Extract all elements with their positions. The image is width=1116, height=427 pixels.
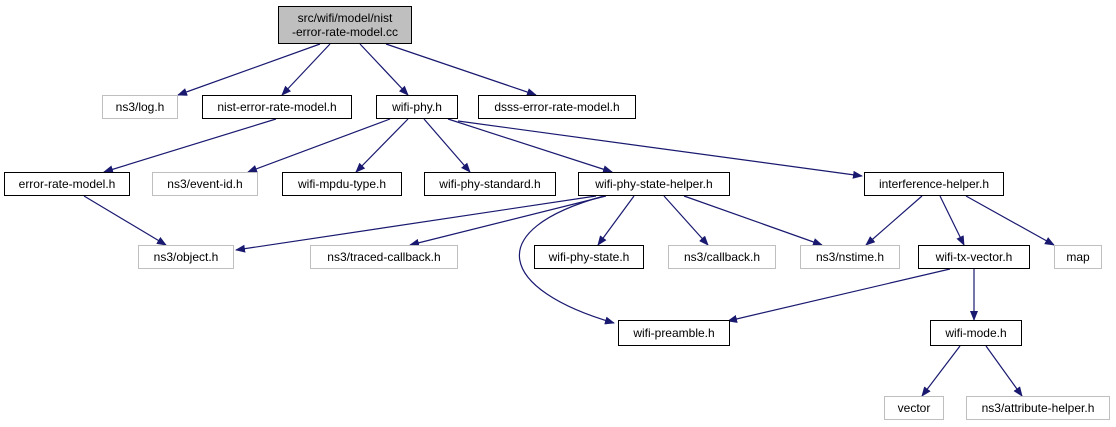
edge-psh-object xyxy=(235,195,597,253)
node-dsss-error-rate-model-h[interactable]: dsss-error-rate-model.h xyxy=(478,95,636,119)
node-error-rate-model-h[interactable]: error-rate-model.h xyxy=(4,172,130,196)
node-root-line2: -error-rate-model.cc xyxy=(291,25,399,39)
node-wifi-mode-h[interactable]: wifi-mode.h xyxy=(930,320,1022,346)
edge-ih-map xyxy=(965,195,1055,246)
edge-root-wifiphy xyxy=(359,43,409,96)
edge-mode-vector xyxy=(921,345,961,397)
node-root-line1: src/wifi/model/nist xyxy=(297,11,393,25)
node-wifi-preamble-h[interactable]: wifi-preamble.h xyxy=(618,320,730,346)
edge-psh-state xyxy=(597,195,635,246)
node-nist-error-rate-model-h[interactable]: nist-error-rate-model.h xyxy=(202,95,352,119)
edge-wifiphy-eventid xyxy=(247,118,391,173)
edge-ih-txv xyxy=(939,195,965,246)
node-ns3-traced-callback-h[interactable]: ns3/traced-callback.h xyxy=(310,245,458,269)
node-map[interactable]: map xyxy=(1054,245,1102,269)
node-ns3-log-h[interactable]: ns3/log.h xyxy=(102,95,178,119)
node-vector[interactable]: vector xyxy=(884,396,944,420)
edge-txv-preamble xyxy=(727,268,951,323)
node-wifi-phy-h[interactable]: wifi-phy.h xyxy=(376,95,458,119)
node-wifi-tx-vector-h[interactable]: wifi-tx-vector.h xyxy=(918,245,1030,269)
node-wifi-mpdu-type-h[interactable]: wifi-mpdu-type.h xyxy=(282,172,402,196)
edge-root-log xyxy=(177,43,321,96)
edge-psh-nstime xyxy=(683,195,823,246)
edge-wifiphy-psh xyxy=(447,118,613,174)
node-nist-error-rate-model-cc[interactable]: src/wifi/model/nist -error-rate-model.cc xyxy=(278,6,412,44)
edge-nist-erm xyxy=(103,118,277,174)
edge-root-dsss xyxy=(385,43,537,96)
edge-mode-attr xyxy=(985,345,1023,397)
edge-ih-nstime xyxy=(865,195,923,246)
edge-wifiphy-mpdu xyxy=(355,118,409,173)
node-ns3-event-id-h[interactable]: ns3/event-id.h xyxy=(152,172,258,196)
node-ns3-callback-h[interactable]: ns3/callback.h xyxy=(668,245,776,269)
node-ns3-nstime-h[interactable]: ns3/nstime.h xyxy=(800,245,900,269)
node-ns3-object-h[interactable]: ns3/object.h xyxy=(138,245,234,269)
edge-psh-preamble xyxy=(519,195,615,325)
node-wifi-phy-state-helper-h[interactable]: wifi-phy-state-helper.h xyxy=(578,172,730,196)
edge-psh-callback xyxy=(663,195,709,246)
node-wifi-phy-state-h[interactable]: wifi-phy-state.h xyxy=(534,245,644,269)
edge-wifiphy-std xyxy=(423,118,471,173)
node-interference-helper-h[interactable]: interference-helper.h xyxy=(864,172,1004,196)
edge-wifiphy-ih xyxy=(457,120,863,179)
edge-root-nist xyxy=(281,43,331,96)
node-ns3-attribute-helper-h[interactable]: ns3/attribute-helper.h xyxy=(966,396,1110,420)
edge-erm-object xyxy=(83,195,167,246)
node-wifi-phy-standard-h[interactable]: wifi-phy-standard.h xyxy=(424,172,556,196)
edge-psh-traced xyxy=(409,195,607,247)
